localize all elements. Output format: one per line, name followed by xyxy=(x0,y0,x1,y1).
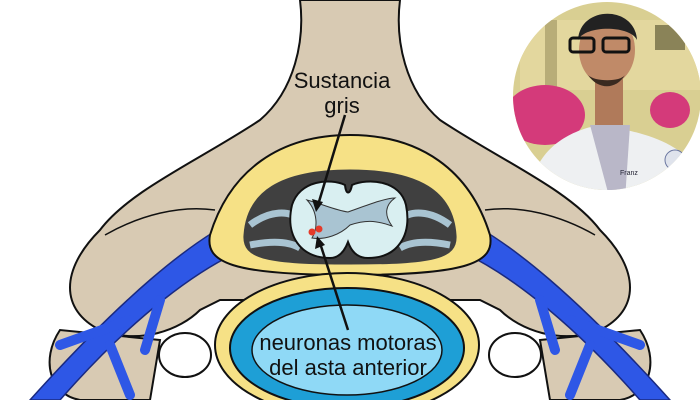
arrow-gray-matter xyxy=(316,114,347,206)
label-gray-matter: Sustancia gris xyxy=(272,68,412,118)
motor-neuron xyxy=(308,228,316,236)
nerve-right xyxy=(444,213,672,400)
nerve-left xyxy=(28,213,256,400)
arrow-motor-neurons xyxy=(318,242,350,331)
label-line: neuronas motoras xyxy=(259,330,437,355)
label-motor-neurons: neuronas motoras del asta anterior xyxy=(228,330,468,380)
label-line: gris xyxy=(324,93,360,118)
gray-matter xyxy=(305,197,397,239)
label-line: Sustancia xyxy=(293,68,391,93)
profile-photo: Franz xyxy=(513,2,700,190)
motor-neuron xyxy=(315,225,323,233)
label-line: del asta anterior xyxy=(269,355,427,380)
svg-text:Franz: Franz xyxy=(620,170,638,177)
